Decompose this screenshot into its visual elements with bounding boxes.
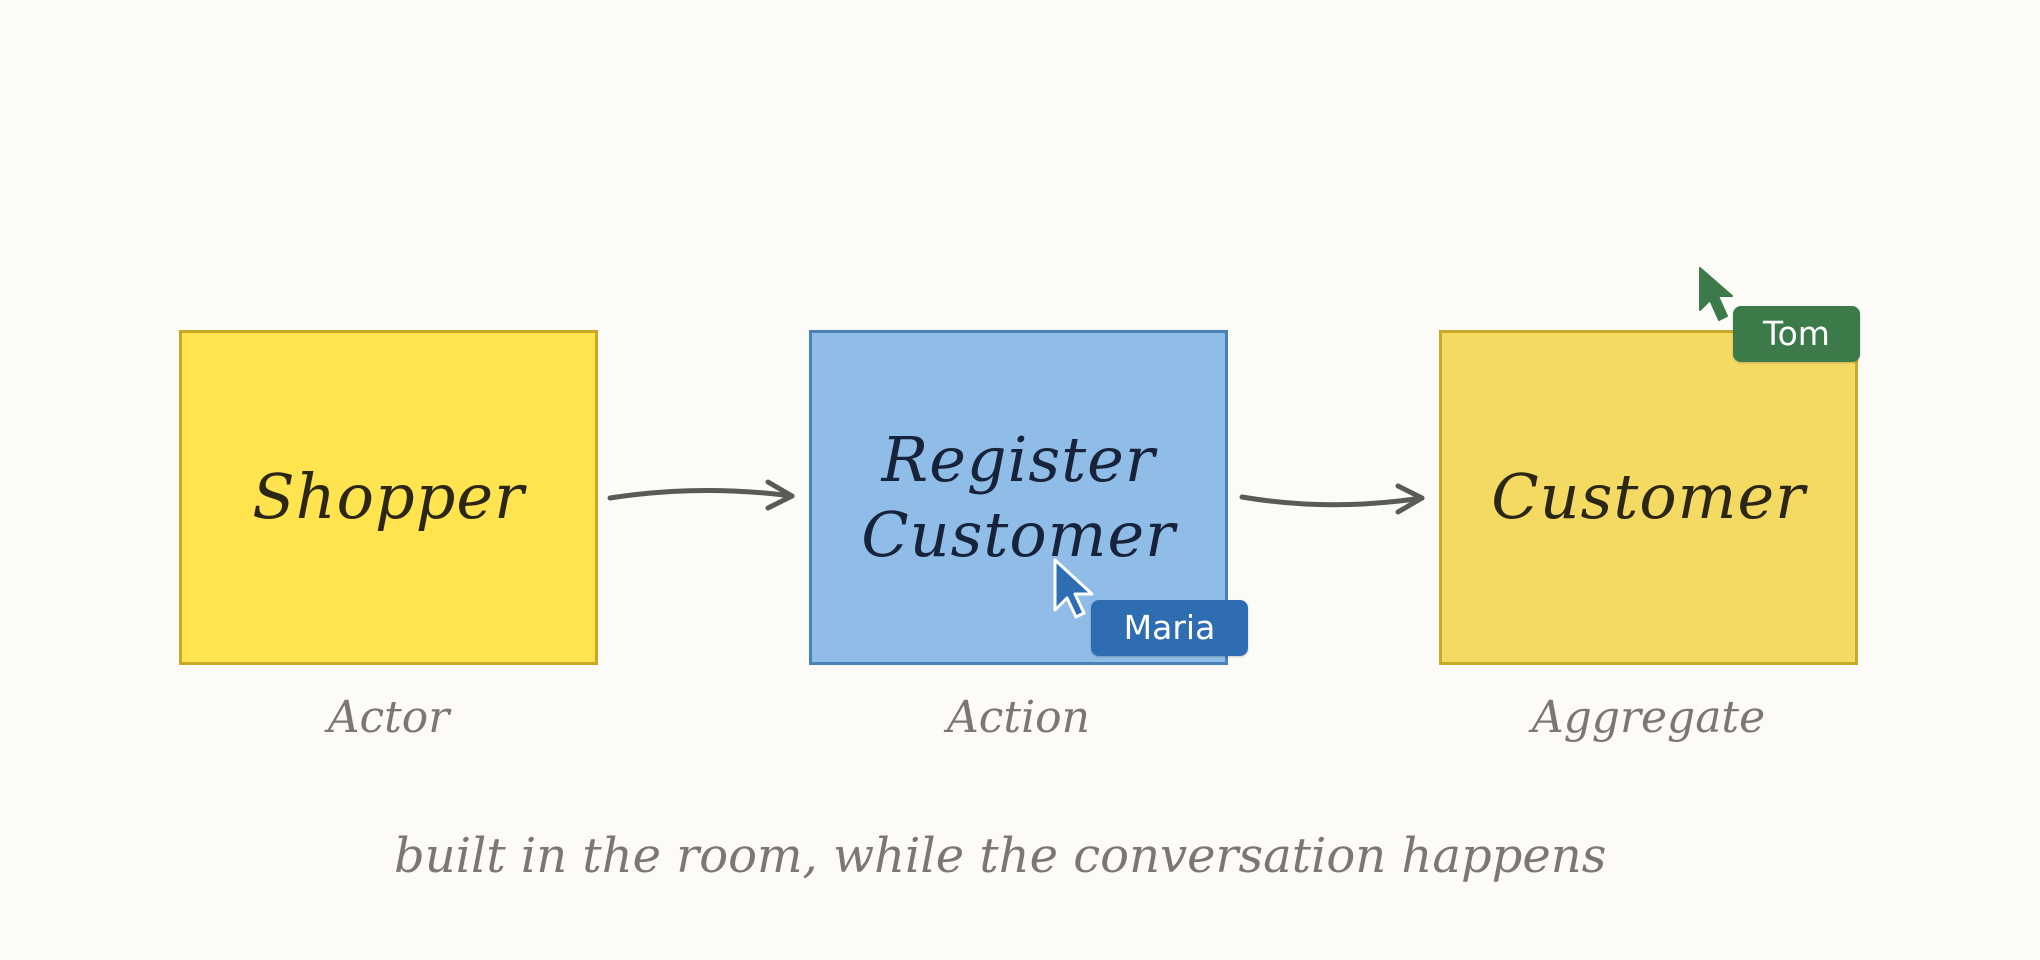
sticky-type-label: Action — [947, 692, 1090, 743]
sticky-note-text: Customer — [1491, 460, 1806, 534]
pointer-cursor-icon — [1053, 558, 1094, 619]
board-caption: built in the room, while the conversatio… — [394, 828, 1607, 884]
flow-arrow[interactable] — [1230, 470, 1440, 530]
sticky-note-text: Register Customer — [861, 423, 1176, 571]
sticky-note-actor[interactable]: Shopper — [179, 330, 598, 665]
sticky-note-text: Shopper — [252, 460, 525, 534]
collaborator-name-tag: Maria — [1091, 600, 1248, 656]
sticky-note-aggregate[interactable]: Customer — [1439, 330, 1858, 665]
sticky-type-label: Aggregate — [1531, 692, 1766, 743]
pointer-cursor-icon — [1699, 267, 1733, 321]
sticky-note-action[interactable]: Register Customer — [809, 330, 1228, 665]
collaborator-name-tag: Tom — [1733, 306, 1860, 362]
flow-arrow[interactable] — [600, 470, 810, 530]
sticky-type-label: Actor — [327, 692, 450, 743]
